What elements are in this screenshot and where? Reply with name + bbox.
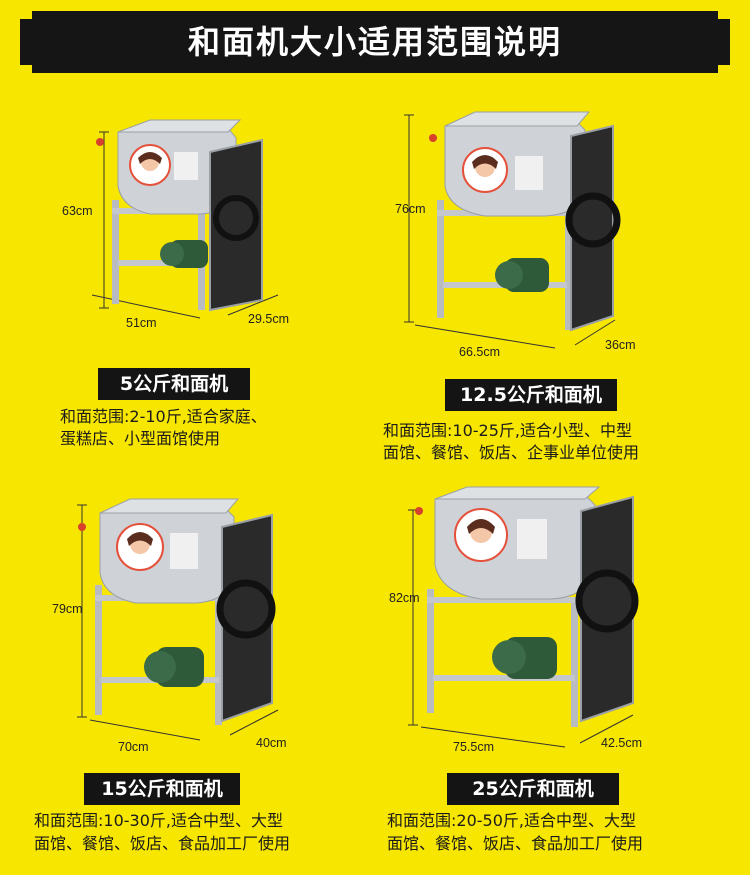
mixer-5kg-image xyxy=(91,119,279,319)
mixer-15kg-image xyxy=(77,498,279,741)
description-line-2: 面馆、餐馆、饭店、企事业单位使用 xyxy=(383,443,640,462)
model-name-badge: 12.5公斤和面机 xyxy=(445,379,617,411)
width-label: 70cm xyxy=(118,740,149,754)
description-line-1: 和面范围:20-50斤,适合中型、大型 xyxy=(387,811,636,830)
mixer-25kg-image xyxy=(408,486,639,748)
description-line-1: 和面范围:10-30斤,适合中型、大型 xyxy=(34,811,283,830)
depth-label: 29.5cm xyxy=(248,312,289,326)
description-line-1: 和面范围:10-25斤,适合小型、中型 xyxy=(383,421,632,440)
title-banner: 和面机大小适用范围说明 xyxy=(20,11,730,73)
height-label: 76cm xyxy=(395,202,426,216)
model-card-12-5kg: 76cm 66.5cm 36cm 12.5公斤和面机 和面范围:10-25斤,适… xyxy=(375,90,750,480)
depth-label: 42.5cm xyxy=(601,736,642,750)
banner-title: 和面机大小适用范围说明 xyxy=(187,23,562,61)
height-label: 63cm xyxy=(62,204,93,218)
height-label: 79cm xyxy=(52,602,83,616)
model-card-15kg: 79cm 70cm 40cm 15公斤和面机 和面范围:10-30斤,适合中型、… xyxy=(0,485,375,875)
model-name-badge: 5公斤和面机 xyxy=(98,368,250,400)
description-line-2: 蛋糕店、小型面馆使用 xyxy=(60,429,221,448)
width-label: 66.5cm xyxy=(459,345,500,359)
model-name-badge: 25公斤和面机 xyxy=(447,773,619,805)
description-line-1: 和面范围:2-10斤,适合家庭、 xyxy=(60,407,267,426)
banner-bar xyxy=(32,11,718,73)
depth-label: 40cm xyxy=(256,736,287,750)
width-label: 51cm xyxy=(126,316,157,330)
description-line-2: 面馆、餐馆、饭店、食品加工厂使用 xyxy=(34,834,291,853)
width-label: 75.5cm xyxy=(453,740,494,754)
banner-right-tab xyxy=(710,19,730,65)
description-line-2: 面馆、餐馆、饭店、食品加工厂使用 xyxy=(387,834,644,853)
model-name-badge: 15公斤和面机 xyxy=(84,773,240,805)
model-card-5kg: 63cm 51cm 29.5cm 5公斤和面机 和面范围:2-10斤,适合家庭、… xyxy=(0,90,375,480)
model-card-25kg: 82cm 75.5cm 42.5cm 25公斤和面机 和面范围:20-50斤,适… xyxy=(375,485,750,875)
depth-label: 36cm xyxy=(605,338,636,352)
height-label: 82cm xyxy=(389,591,420,605)
mixer-12-5kg-image xyxy=(404,111,621,349)
